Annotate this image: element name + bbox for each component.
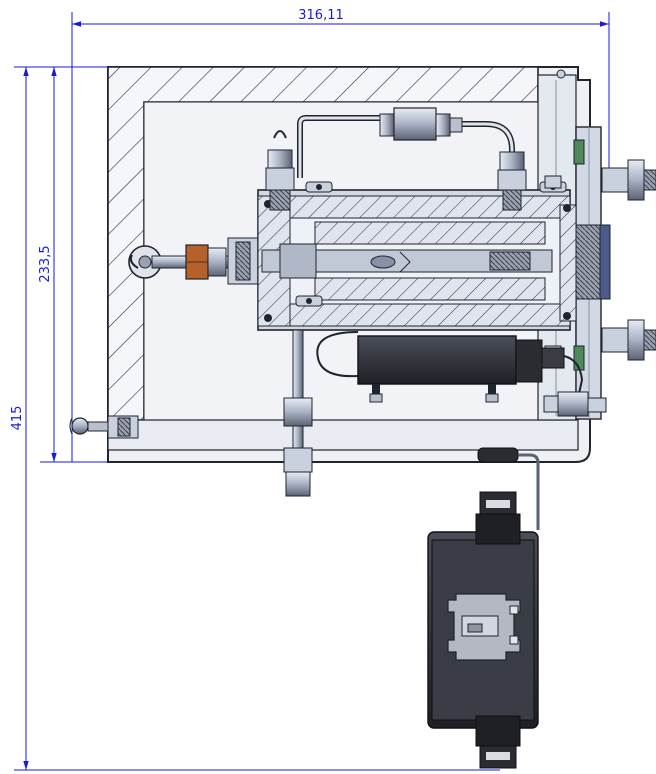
lower-right-hardware — [543, 391, 607, 417]
cable-gland — [477, 447, 540, 530]
clamp-knob — [69, 415, 139, 439]
pressure-line — [297, 115, 515, 178]
fitting-left-top — [265, 130, 295, 211]
inline-filter — [379, 107, 463, 141]
total-height-dimension-label: 415 — [10, 406, 25, 431]
fitting-right-top — [497, 151, 527, 211]
width-dimension-label: 316,11 — [298, 8, 344, 23]
cylinder-housing — [257, 189, 611, 331]
terminal-box — [427, 491, 539, 769]
height-dimension-label: 233,5 — [38, 245, 53, 282]
right-bolts — [544, 139, 656, 371]
drain-pipe — [283, 329, 313, 497]
dimension-lines — [14, 12, 610, 771]
solenoid-block — [316, 331, 584, 403]
plunger-rod — [151, 237, 263, 285]
